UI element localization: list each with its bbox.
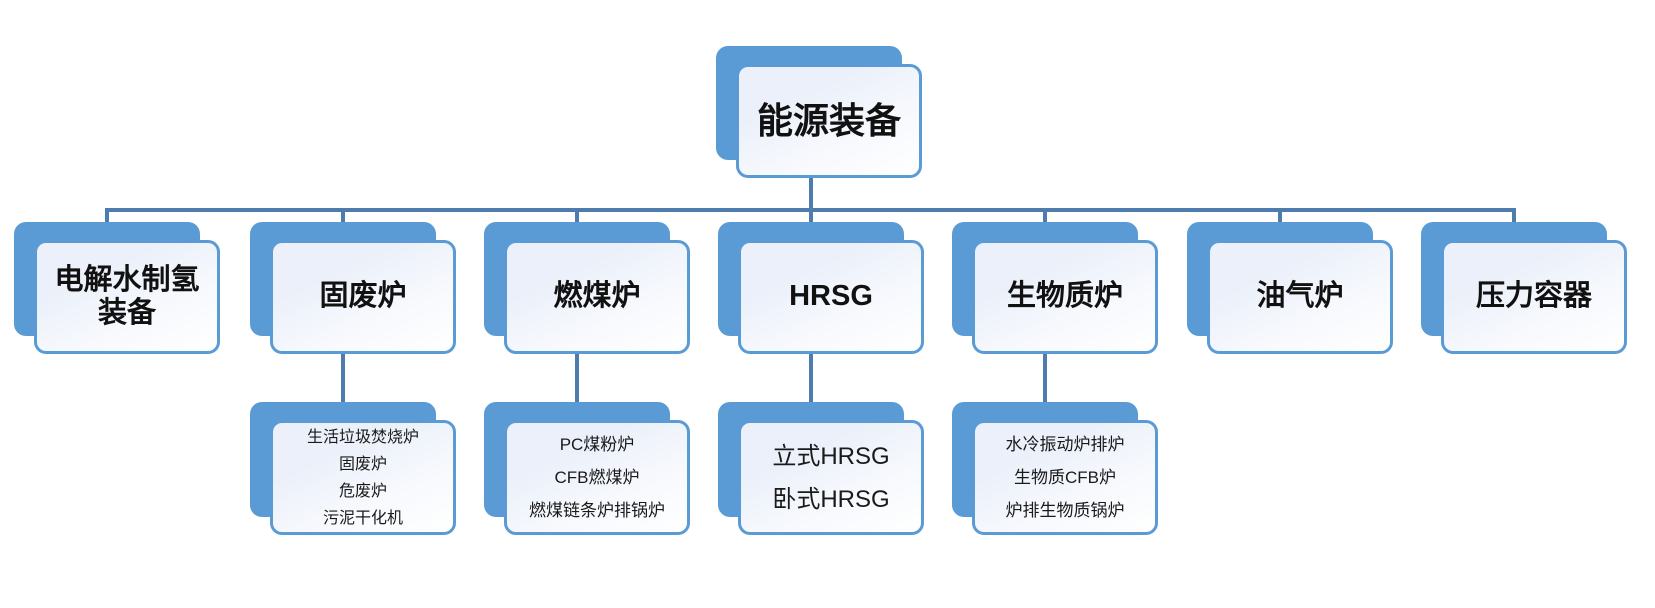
branch-node-electrolysis: 电解水制氢装备 bbox=[14, 222, 220, 354]
connector-stub-4 bbox=[809, 210, 813, 224]
branch-node-oil-gas: 油气炉 bbox=[1187, 222, 1393, 354]
sub-item: 生物质CFB炉 bbox=[1014, 468, 1116, 487]
connector-stub-5 bbox=[1043, 210, 1047, 224]
sub-node-hrsg: 立式HRSG 卧式HRSG bbox=[718, 402, 924, 535]
connector-sub-drop-3 bbox=[575, 352, 579, 404]
branch-node-solid-waste: 固废炉 bbox=[250, 222, 456, 354]
branch-node-label: 固废炉 bbox=[319, 280, 407, 313]
branch-node-biomass: 生物质炉 bbox=[952, 222, 1158, 354]
sub-item: PC煤粉炉 bbox=[559, 435, 635, 454]
branch-node-label: 压力容器 bbox=[1475, 280, 1592, 313]
connector-stub-3 bbox=[575, 210, 579, 224]
root-node-face: 能源装备 bbox=[736, 64, 922, 178]
sub-item: 污泥干化机 bbox=[322, 509, 403, 527]
sub-item: 炉排生物质锅炉 bbox=[1005, 501, 1125, 520]
sub-item: 水冷振动炉排炉 bbox=[1005, 435, 1125, 454]
root-node-label: 能源装备 bbox=[756, 100, 901, 142]
branch-node-coal: 燃煤炉 bbox=[484, 222, 690, 354]
connector-stub-2 bbox=[341, 210, 345, 224]
sub-node-solid-waste: 生活垃圾焚烧炉 固废炉 危废炉 污泥干化机 bbox=[250, 402, 456, 535]
branch-node-face: 生物质炉 bbox=[972, 240, 1158, 354]
branch-node-face: 油气炉 bbox=[1207, 240, 1393, 354]
connector-sub-drop-2 bbox=[341, 352, 345, 404]
branch-node-label: 电解水制氢装备 bbox=[54, 263, 200, 329]
sub-item: 燃煤链条炉排锅炉 bbox=[529, 501, 665, 520]
branch-node-hrsg: HRSG bbox=[718, 222, 924, 354]
sub-node-coal: PC煤粉炉 CFB燃煤炉 燃煤链条炉排锅炉 bbox=[484, 402, 690, 535]
sub-node-biomass: 水冷振动炉排炉 生物质CFB炉 炉排生物质锅炉 bbox=[952, 402, 1158, 535]
branch-node-label: HRSG bbox=[789, 280, 873, 313]
connector-stub-1 bbox=[105, 210, 109, 224]
sub-item: 立式HRSG bbox=[772, 442, 890, 470]
branch-node-face: 压力容器 bbox=[1441, 240, 1627, 354]
branch-node-pressure-vessel: 压力容器 bbox=[1421, 222, 1627, 354]
sub-node-face: 水冷振动炉排炉 生物质CFB炉 炉排生物质锅炉 bbox=[972, 420, 1158, 535]
branch-node-label: 油气炉 bbox=[1256, 280, 1344, 313]
root-node: 能源装备 bbox=[716, 46, 922, 178]
connector-sub-drop-4 bbox=[809, 352, 813, 404]
branch-node-face: 燃煤炉 bbox=[504, 240, 690, 354]
branch-node-face: HRSG bbox=[738, 240, 924, 354]
branch-node-face: 电解水制氢装备 bbox=[34, 240, 220, 354]
sub-item: 固废炉 bbox=[338, 455, 387, 473]
branch-node-label: 生物质炉 bbox=[1006, 280, 1123, 313]
connector-root-drop bbox=[809, 176, 813, 210]
sub-item: 危废炉 bbox=[338, 482, 387, 500]
sub-item: 生活垃圾焚烧炉 bbox=[306, 428, 419, 446]
connector-stub-7 bbox=[1512, 210, 1516, 224]
connector-stub-6 bbox=[1278, 210, 1282, 224]
sub-node-face: 立式HRSG 卧式HRSG bbox=[738, 420, 924, 535]
sub-item: CFB燃煤炉 bbox=[554, 468, 640, 487]
branch-node-label: 燃煤炉 bbox=[553, 280, 641, 313]
sub-item: 卧式HRSG bbox=[772, 485, 890, 513]
connector-sub-drop-5 bbox=[1043, 352, 1047, 404]
sub-node-face: 生活垃圾焚烧炉 固废炉 危废炉 污泥干化机 bbox=[270, 420, 456, 535]
sub-node-face: PC煤粉炉 CFB燃煤炉 燃煤链条炉排锅炉 bbox=[504, 420, 690, 535]
branch-node-face: 固废炉 bbox=[270, 240, 456, 354]
